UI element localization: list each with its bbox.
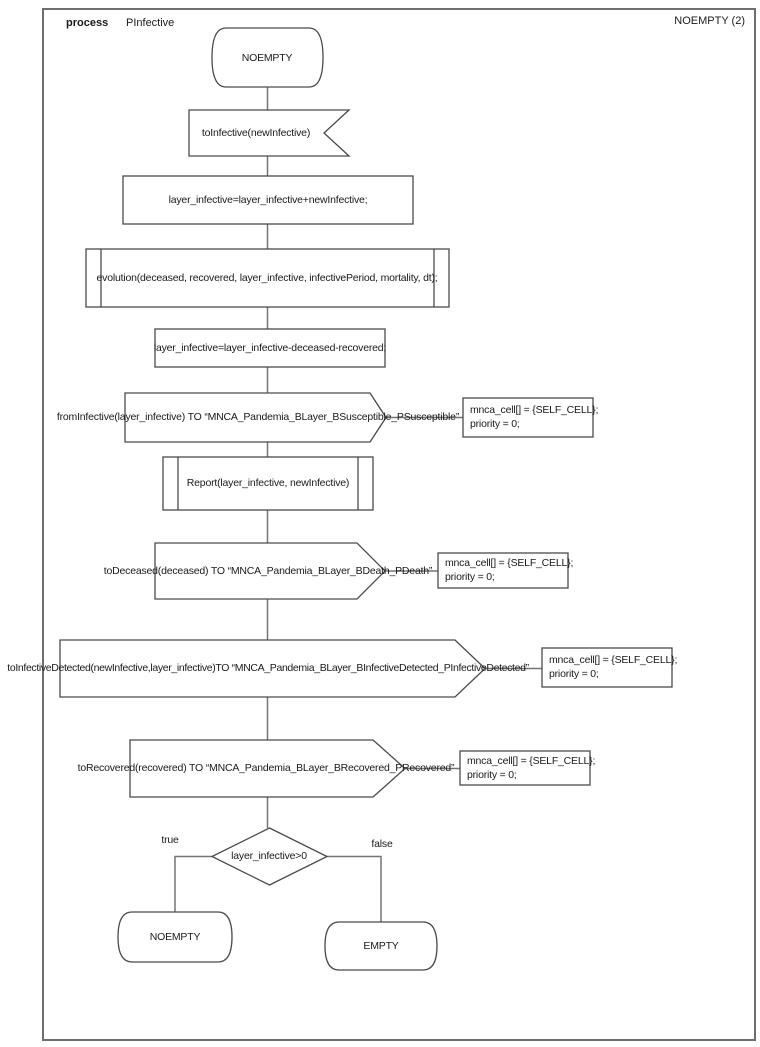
header-process-name: PInfective (126, 17, 175, 29)
task-add-newinfective[interactable]: layer_infective=layer_infective+newInfec… (123, 176, 413, 224)
output-detected-label: toInfectiveDetected(newInfective,layer_i… (7, 662, 529, 674)
comment-1-line-1: mnca_cell[] = {SELF_CELL}; (470, 404, 599, 416)
comment-mnca-4[interactable]: mnca_cell[] = {SELF_CELL}; priority = 0; (460, 751, 595, 785)
task-subtract-label: layer_infective=layer_infective-deceased… (153, 342, 387, 354)
state-empty[interactable]: EMPTY (325, 922, 437, 970)
procedure-evolution-label: evolution(deceased, recovered, layer_inf… (96, 272, 438, 284)
comment-3-line-2: priority = 0; (549, 668, 599, 680)
output-susceptible-shape (124, 392, 387, 443)
header-kind-label: process (66, 17, 109, 29)
comment-2-line-1: mnca_cell[] = {SELF_CELL}; (445, 557, 574, 569)
output-to-deceased[interactable]: toDeceased(deceased) TO “MNCA_Pandemia_B… (104, 543, 433, 599)
state-empty-shape (324, 921, 438, 971)
procedure-report-shape (162, 456, 374, 511)
procedure-report-label: Report(layer_infective, newInfective) (186, 477, 350, 489)
comment-mnca-2[interactable]: mnca_cell[] = {SELF_CELL}; priority = 0; (438, 553, 573, 588)
task-add-label: layer_infective=layer_infective+newInfec… (168, 194, 368, 206)
header-page-ref: NOEMPTY (2) (674, 15, 745, 27)
output-from-infective[interactable]: fromInfective(layer_infective) TO “MNCA_… (57, 393, 459, 442)
comment-box-4-shape (459, 750, 591, 786)
start-state-label: NOEMPTY (241, 52, 293, 64)
comment-2-line-2: priority = 0; (445, 571, 495, 583)
procedure-report[interactable]: Report(layer_infective, newInfective) (163, 457, 373, 510)
comment-3-line-1: mnca_cell[] = {SELF_CELL}; (549, 654, 678, 666)
input-toinfective[interactable]: toInfective(newInfective) (189, 110, 349, 156)
output-to-recovered[interactable]: toRecovered(recovered) TO “MNCA_Pandemia… (78, 740, 455, 797)
comment-box-2-shape (437, 552, 569, 589)
state-noempty[interactable]: NOEMPTY (118, 912, 232, 962)
state-noempty-label: NOEMPTY (149, 931, 201, 943)
comment-4-line-2: priority = 0; (467, 769, 517, 781)
decision-label: layer_infective>0 (231, 850, 307, 862)
procedure-evolution-shape (85, 248, 450, 308)
comment-box-3-shape (541, 647, 673, 688)
input-signal-shape (188, 109, 351, 157)
task-subtract-shape (154, 328, 386, 368)
task-subtract[interactable]: layer_infective=layer_infective-deceased… (153, 329, 387, 367)
comment-mnca-1[interactable]: mnca_cell[] = {SELF_CELL}; priority = 0; (463, 398, 598, 437)
start-state-noempty[interactable]: NOEMPTY (212, 28, 323, 87)
output-detected-shape (59, 639, 486, 698)
output-recovered-label: toRecovered(recovered) TO “MNCA_Pandemia… (77, 762, 455, 774)
flow-connectors (174, 87, 542, 922)
comment-box-1-shape (462, 397, 594, 438)
comment-mnca-3[interactable]: mnca_cell[] = {SELF_CELL}; priority = 0; (542, 648, 677, 687)
false-branch-line (327, 855, 382, 922)
task-add-shape (122, 175, 414, 225)
start-state-shape (211, 27, 324, 88)
comment-4-line-1: mnca_cell[] = {SELF_CELL}; (467, 755, 596, 767)
output-death-shape (154, 542, 386, 600)
diagram-frame (42, 8, 756, 1041)
output-to-infective-detected[interactable]: toInfectiveDetected(newInfective,layer_i… (7, 640, 529, 697)
state-noempty-shape (117, 911, 233, 963)
output-recovered-shape (129, 739, 406, 798)
state-empty-label: EMPTY (363, 940, 399, 952)
procedure-evolution[interactable]: evolution(deceased, recovered, layer_inf… (86, 249, 449, 307)
input-signal-label: toInfective(newInfective) (201, 127, 311, 139)
decision-layer-infective[interactable]: layer_infective>0 (212, 828, 327, 885)
decision-shape (210, 827, 329, 886)
true-branch-line (174, 855, 212, 912)
comment-1-line-2: priority = 0; (470, 418, 520, 430)
